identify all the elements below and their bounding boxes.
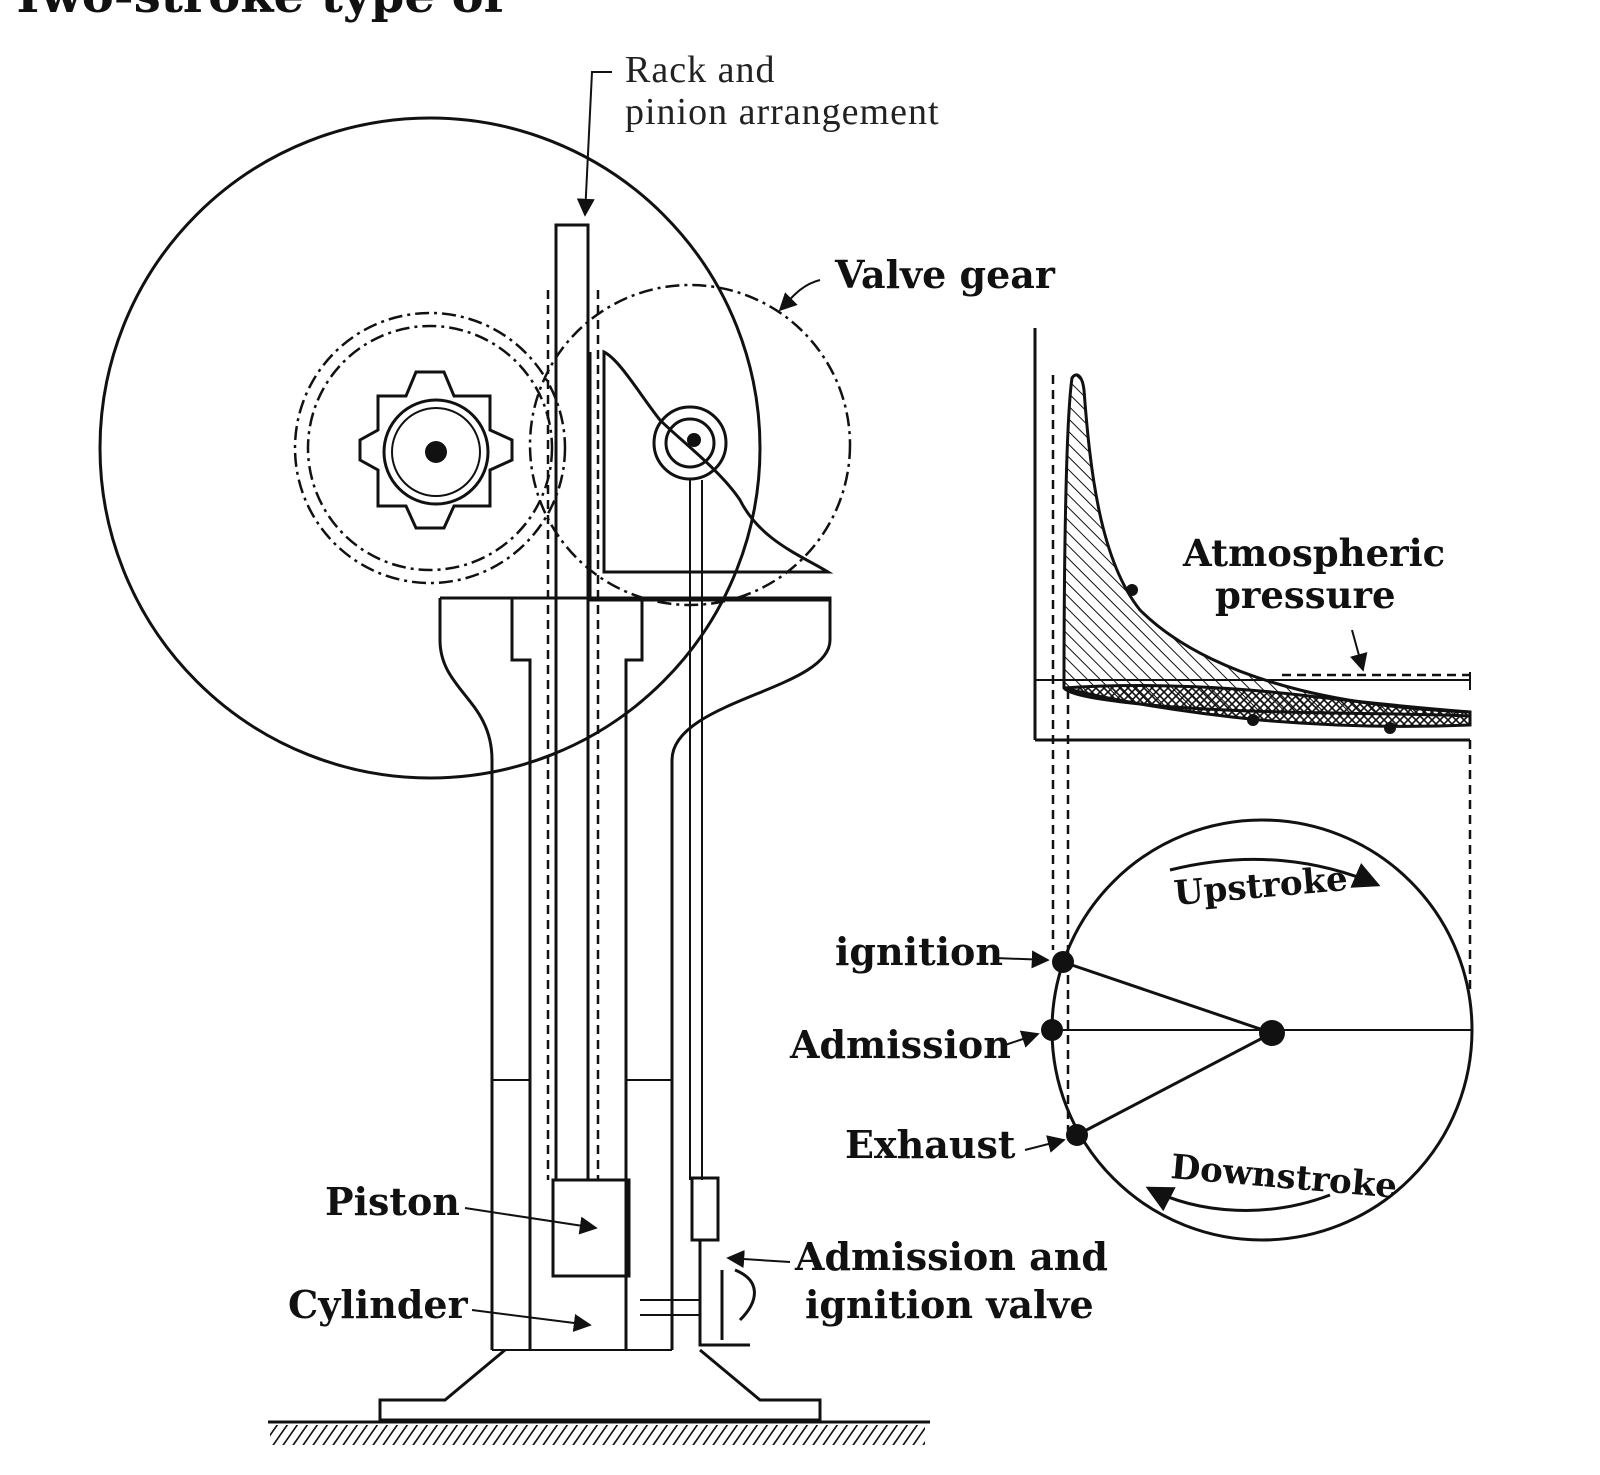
flywheel <box>98 116 762 780</box>
roller-dot <box>687 433 701 447</box>
valve-label-line1: Admission and <box>794 1234 1108 1279</box>
valve-gear-label: Valve gear <box>834 252 1056 297</box>
indicator-diagram <box>1033 328 1472 1130</box>
timing-circle <box>1041 818 1474 1242</box>
valve-label-line2: ignition valve <box>805 1282 1094 1327</box>
engine-frame <box>438 596 832 1351</box>
piston <box>551 1178 631 1278</box>
valve-cam <box>588 349 834 602</box>
rack-label-line2: pinion arrangement <box>625 91 940 133</box>
exhaust-area <box>1063 684 1472 728</box>
crank-center-dot <box>1259 1020 1285 1046</box>
atmos-label-line1: Atmospheric <box>1182 531 1445 575</box>
heading-fragment: Two-stroke type of <box>10 0 508 24</box>
valve-gear-label-group: Valve gear <box>778 252 1056 312</box>
exhaust-point <box>1066 1124 1088 1146</box>
ground-hatch <box>270 1425 925 1445</box>
rack-label-group: Rack and pinion arrangement <box>576 49 940 217</box>
engine-base <box>268 1348 930 1445</box>
downstroke-label: Downstroke <box>1169 1147 1398 1207</box>
admission-point <box>1041 1019 1063 1041</box>
pinion-gear <box>293 311 567 585</box>
atmos-label-line2: pressure <box>1215 573 1396 617</box>
ignition-label: ignition <box>835 929 1003 974</box>
valve-rod <box>640 480 756 1347</box>
ignition-point <box>1052 951 1074 973</box>
admission-label: Admission <box>789 1022 1011 1067</box>
atmos-label-group: Atmospheric pressure <box>1182 531 1445 672</box>
rack-label-line1: Rack and <box>625 49 775 91</box>
piston-label: Piston <box>325 1179 460 1224</box>
upstroke-label: Upstroke <box>1172 859 1349 914</box>
cylinder-label: Cylinder <box>288 1282 469 1327</box>
exhaust-label: Exhaust <box>845 1122 1016 1167</box>
pinion-hub-dot <box>425 441 447 463</box>
